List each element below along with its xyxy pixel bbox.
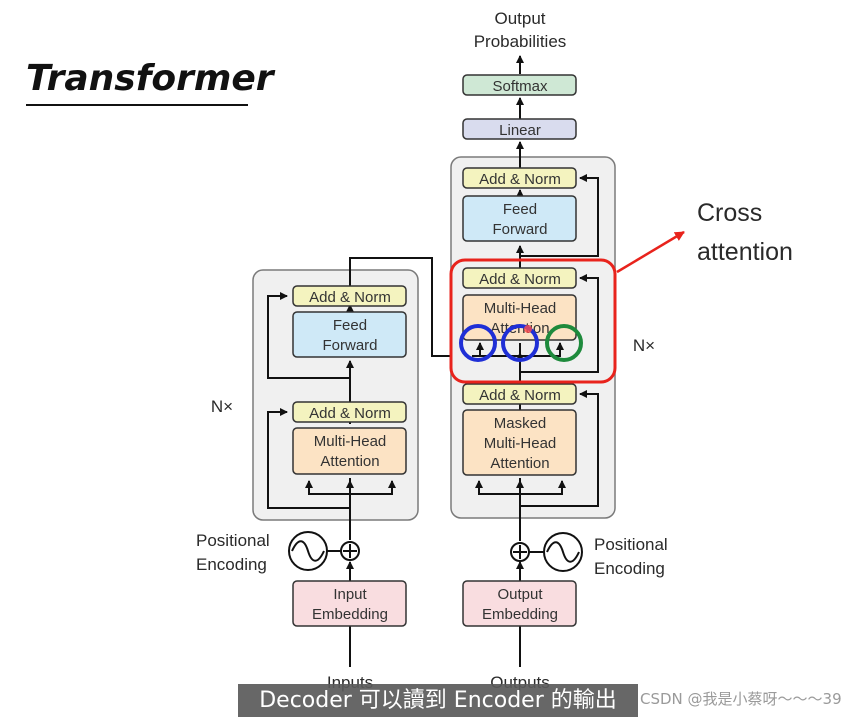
decoder-masked-line3: Attention: [490, 455, 549, 472]
pointer-dot: [524, 325, 532, 333]
decoder-masked-line2: Multi-Head: [484, 435, 557, 452]
decoder-embedding-line1: Output: [497, 586, 543, 603]
encoder-add-norm-1-label: Add & Norm: [309, 405, 391, 422]
decoder-cross-line2: Attention: [490, 320, 549, 337]
encoder-positional-line2: Encoding: [196, 555, 267, 574]
decoder-masked-line1: Masked: [494, 415, 547, 432]
encoder-block: [252, 269, 419, 521]
encoder-input-embedding-line1: Input: [333, 586, 367, 603]
encoder-add-norm-2: [292, 285, 407, 307]
decoder-positional-line2: Encoding: [594, 559, 665, 578]
cross-attention-highlight: [449, 258, 617, 384]
video-subtitle: Decoder 可以讀到 Encoder 的輸出: [238, 684, 638, 717]
decoder-input-circle: [545, 324, 583, 362]
cross-attention-label-line2: attention: [697, 238, 793, 266]
decoder-embedding-line2: Embedding: [482, 606, 558, 623]
decoder-add-norm-2-label: Add & Norm: [479, 271, 561, 288]
encoder-multi-head-attention: [292, 427, 407, 475]
output-probabilities-line2: Probabilities: [474, 32, 567, 51]
decoder-add-norm-3-label: Add & Norm: [479, 171, 561, 188]
encoder-repeat-label: N×: [211, 397, 233, 416]
encoder-output-circle-1: [459, 324, 497, 362]
decoder-masked-attention: [462, 409, 577, 476]
decoder-add-norm-3: [462, 167, 577, 189]
encoder-feed-forward: [292, 311, 407, 358]
decoder-linear-label: Linear: [499, 122, 541, 139]
page-title: Transformer: [26, 58, 274, 99]
output-probabilities-line1: Output: [494, 9, 545, 28]
encoder-input-embedding-line2: Embedding: [312, 606, 388, 623]
decoder-feed-forward: [462, 195, 577, 242]
encoder-ff-line1: Feed: [333, 317, 367, 334]
cross-attention-pointer: [616, 230, 685, 274]
encoder-attention-line1: Multi-Head: [314, 433, 387, 450]
decoder-linear: [462, 118, 577, 140]
decoder-softmax: [462, 74, 577, 96]
decoder-softmax-label: Softmax: [492, 78, 548, 95]
decoder-add-norm-1-label: Add & Norm: [479, 387, 561, 404]
watermark: CSDN @我是小蔡呀～～～39: [640, 690, 842, 708]
decoder-cross-line1: Multi-Head: [484, 300, 557, 317]
encoder-add-norm-1: [292, 401, 407, 423]
encoder-input-embedding: [292, 580, 407, 627]
cross-attention-label-line1: Cross: [697, 199, 762, 227]
encoder-attention-line2: Attention: [320, 453, 379, 470]
decoder-add-norm-2: [462, 267, 577, 289]
decoder-positional-line1: Positional: [594, 535, 668, 554]
title-underline: [26, 104, 248, 106]
decoder-ff-line1: Feed: [503, 201, 537, 218]
decoder-output-embedding: [462, 580, 577, 627]
decoder-add-norm-1: [462, 383, 577, 405]
encoder-positional-line1: Positional: [196, 531, 270, 550]
decoder-cross-attention: [462, 294, 577, 341]
encoder-ff-line2: Forward: [322, 337, 377, 354]
encoder-add-norm-2-label: Add & Norm: [309, 289, 391, 306]
decoder-repeat-label: N×: [633, 336, 655, 355]
decoder-ff-line2: Forward: [492, 221, 547, 238]
encoder-output-circle-2: [501, 324, 539, 362]
